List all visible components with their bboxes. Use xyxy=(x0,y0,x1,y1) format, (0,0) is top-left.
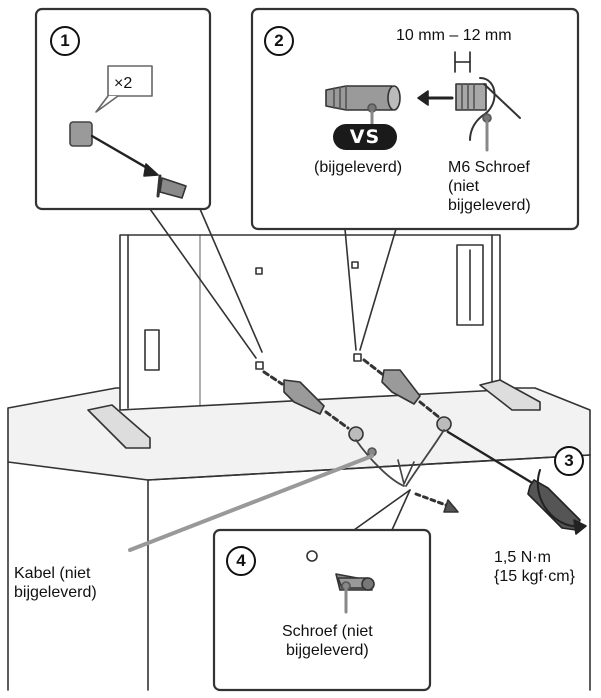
m6-screw-label: M6 Schroef (niet bijgeleverd) xyxy=(448,159,531,214)
supplied-label: (bijgeleverd) xyxy=(314,159,403,176)
step2-panel xyxy=(250,7,580,231)
torque-label: 1,5 N·m {15 kgf·cm} xyxy=(494,549,575,585)
step-number-2: 2 xyxy=(264,26,294,56)
count-label: ×2 xyxy=(114,75,133,92)
step1-panel xyxy=(34,7,212,211)
length-range-label: 10 mm – 12 mm xyxy=(396,27,512,44)
step-number-1: 1 xyxy=(50,26,80,56)
spacers xyxy=(262,358,452,442)
tv-back xyxy=(119,234,501,411)
callout-lines xyxy=(149,208,397,359)
step-number-3: 3 xyxy=(554,446,584,476)
tv-stand-feet xyxy=(87,379,541,449)
step-number-4: 4 xyxy=(226,546,256,576)
cable-label: Kabel (niet bijgeleverd) xyxy=(14,565,97,601)
screw-not-supplied-label: Schroef (niet bijgeleverd) xyxy=(282,623,373,659)
table xyxy=(7,387,591,691)
step4-panel xyxy=(212,489,432,692)
screwdriver xyxy=(446,430,587,535)
part-code-badge: VS xyxy=(333,124,397,150)
cable xyxy=(128,429,459,552)
